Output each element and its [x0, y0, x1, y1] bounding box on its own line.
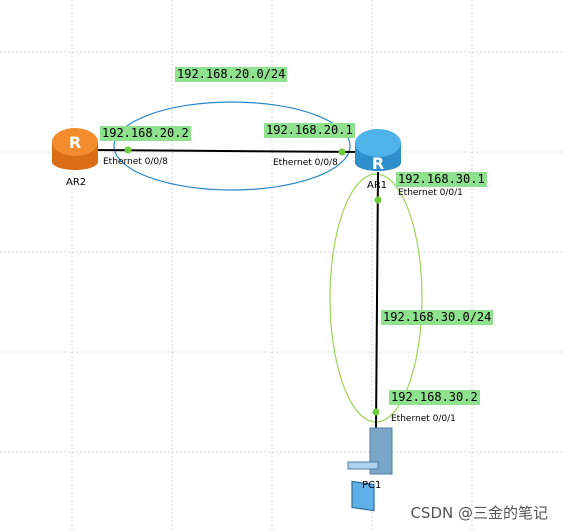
- pc1-interface-label: Ethernet 0/0/1: [391, 414, 456, 424]
- ar2-ip-label: 192.168.20.2: [100, 126, 191, 141]
- link-ar2-ar1[interactable]: [89, 149, 363, 153]
- link-ar1-pc1[interactable]: [375, 171, 379, 429]
- pc1-ip-label: 192.168.30.2: [389, 390, 480, 405]
- subnet-label-20: 192.168.20.0/24: [175, 67, 288, 82]
- subnet-label-30: 192.168.30.0/24: [381, 310, 494, 325]
- svg-text:R: R: [372, 154, 384, 173]
- ar1-interface-to-ar2-label: Ethernet 0/0/8: [273, 158, 338, 168]
- watermark: CSDN @三金的笔记: [410, 504, 548, 522]
- port-dot-ar2: [124, 146, 132, 154]
- port-dot-ar1-e001: [374, 196, 382, 204]
- ar1-interface-to-pc1-label: Ethernet 0/0/1: [398, 188, 463, 198]
- router-ar1-icon[interactable]: R: [355, 129, 401, 173]
- svg-text:R: R: [69, 133, 81, 152]
- ar2-device-name: AR2: [66, 177, 87, 188]
- pc1-computer-icon[interactable]: [347, 427, 393, 512]
- ar2-interface-label: Ethernet 0/0/8: [103, 157, 168, 167]
- port-dot-pc1: [372, 408, 380, 416]
- ar1-device-name: AR1: [367, 180, 388, 191]
- ar1-ip-to-ar2-label: 192.168.20.1: [264, 123, 355, 138]
- pc1-device-name: PC1: [362, 480, 382, 491]
- ar1-ip-to-pc1-label: 192.168.30.1: [396, 172, 487, 187]
- port-dot-ar1-e008: [338, 148, 346, 156]
- router-ar2-icon[interactable]: R: [52, 128, 98, 170]
- subnet-20-ellipse: [113, 101, 351, 191]
